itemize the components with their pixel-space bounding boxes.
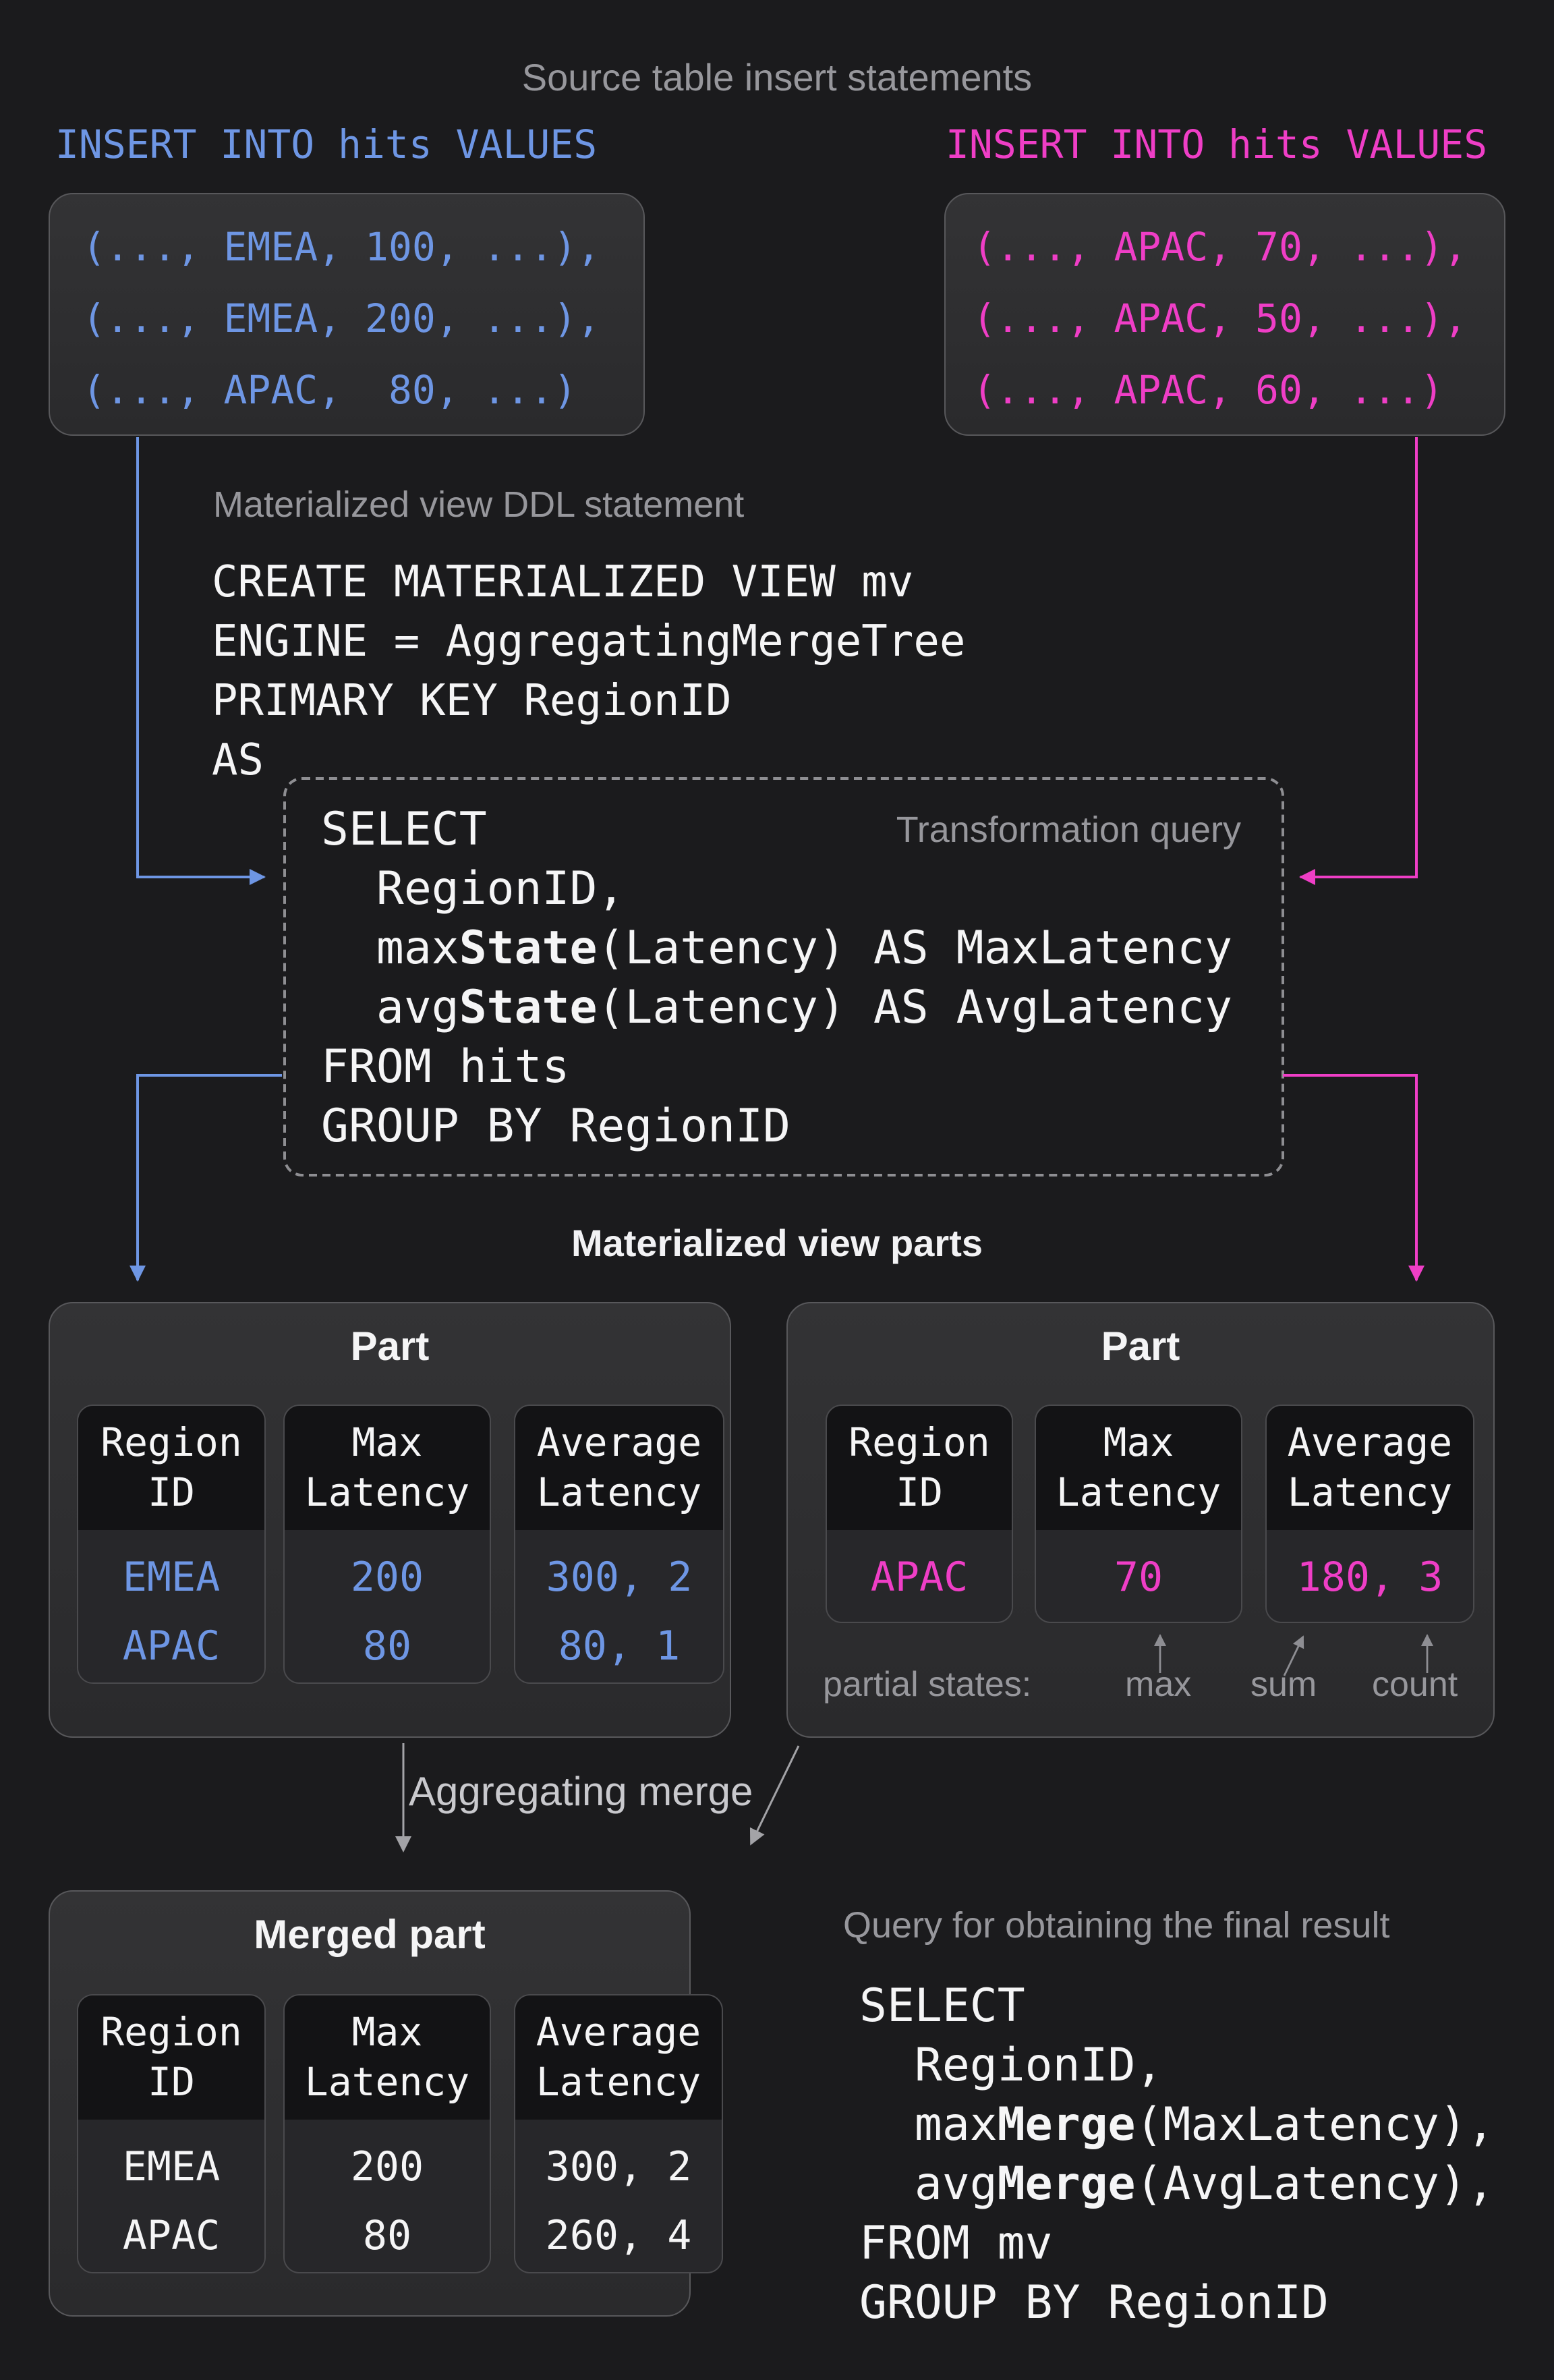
insert-right-box: (..., APAC, 70, ...),(..., APAC, 50, ...… xyxy=(944,193,1505,436)
part-right-col-region: Region ID APAC xyxy=(826,1405,1013,1623)
column-header-average-latency: Average Latency xyxy=(1267,1406,1473,1530)
cell-avg-row1: 80, 1 xyxy=(558,1623,681,1670)
part-left-title: Part xyxy=(350,1325,430,1369)
cell-avg-row0: 300, 2 xyxy=(545,2144,692,2191)
merged-col-region: Region ID EMEA APAC xyxy=(77,1994,266,2273)
insert-left-rows: (..., EMEA, 100, ...),(..., EMEA, 200, .… xyxy=(82,224,601,413)
cell-max-row1: 80 xyxy=(362,2213,412,2260)
insert-right-rows: (..., APAC, 70, ...),(..., APAC, 50, ...… xyxy=(973,224,1468,413)
column-header-max-latency: Max Latency xyxy=(1036,1406,1241,1530)
partial-states-label: partial states: xyxy=(823,1664,1032,1704)
column-header-region-id: Region ID xyxy=(827,1406,1012,1530)
cell-avg-row0: 300, 2 xyxy=(546,1554,693,1602)
cell-region-row0: APAC xyxy=(870,1554,969,1602)
cell-max-row1: 80 xyxy=(362,1623,412,1670)
transformation-query-box: Transformation query SELECT RegionID, ma… xyxy=(283,777,1284,1177)
merged-col-max: Max Latency 200 80 xyxy=(283,1994,491,2273)
insert-right-statement: INSERT INTO hits VALUES xyxy=(946,121,1488,167)
cell-max-row0: 200 xyxy=(350,1554,424,1602)
merged-col-avg: Average Latency 300, 2 260, 4 xyxy=(514,1994,723,2273)
part-right-col-max: Max Latency 70 xyxy=(1035,1405,1242,1623)
partial-state-count: count xyxy=(1372,1664,1458,1704)
parts-section-heading: Materialized view parts xyxy=(571,1222,983,1264)
insert-left-statement: INSERT INTO hits VALUES xyxy=(55,121,598,167)
cell-max-row0: 200 xyxy=(350,2144,424,2191)
arrow-merge-right xyxy=(749,1745,800,1846)
part-left-col-region: Region ID EMEA APAC xyxy=(77,1405,266,1684)
part-left-col-max: Max Latency 200 80 xyxy=(283,1405,491,1684)
part-right-box: Part Region ID APAC Max Latency 70 Avera… xyxy=(786,1302,1495,1738)
column-header-region-id: Region ID xyxy=(78,1995,264,2120)
column-header-average-latency: Average Latency xyxy=(515,1406,723,1530)
cell-avg-row1: 260, 4 xyxy=(545,2213,692,2260)
part-left-box: Part Region ID EMEA APAC Max Latency 200… xyxy=(49,1302,731,1738)
column-header-max-latency: Max Latency xyxy=(285,1406,490,1530)
column-header-max-latency: Max Latency xyxy=(285,1995,490,2120)
column-header-region-id: Region ID xyxy=(78,1406,264,1530)
part-right-title: Part xyxy=(1101,1325,1180,1369)
transformation-query-code: SELECT RegionID, maxState(Latency) AS Ma… xyxy=(321,803,1233,1154)
cell-region-row0: EMEA xyxy=(122,2144,221,2191)
transformation-query-label: Transformation query xyxy=(896,810,1241,850)
part-left-col-avg: Average Latency 300, 2 80, 1 xyxy=(514,1405,724,1684)
cell-region-row0: EMEA xyxy=(122,1554,221,1602)
aggregating-merge-label: Aggregating merge xyxy=(409,1770,753,1815)
cell-region-row1: APAC xyxy=(122,2213,221,2260)
partial-state-max: max xyxy=(1125,1664,1192,1704)
merged-part-box: Merged part Region ID EMEA APAC Max Late… xyxy=(49,1890,723,2317)
cell-max-row0: 70 xyxy=(1114,1554,1163,1602)
ddl-label: Materialized view DDL statement xyxy=(213,484,745,525)
page-title: Source table insert statements xyxy=(521,57,1033,98)
cell-region-row1: APAC xyxy=(122,1623,221,1670)
merged-part-title: Merged part xyxy=(254,1913,486,1958)
column-header-average-latency: Average Latency xyxy=(515,1995,722,2120)
arrow-insert-right-to-query xyxy=(1299,437,1418,885)
insert-left-box: (..., EMEA, 100, ...),(..., EMEA, 200, .… xyxy=(49,193,645,436)
final-query-label: Query for obtaining the final result xyxy=(843,1905,1390,1946)
final-query-code: SELECT RegionID, maxMerge(MaxLatency), a… xyxy=(859,1979,1495,2330)
cell-avg-row0: 180, 3 xyxy=(1296,1554,1443,1602)
partial-state-sum: sum xyxy=(1250,1664,1317,1704)
part-right-col-avg: Average Latency 180, 3 xyxy=(1265,1405,1474,1623)
